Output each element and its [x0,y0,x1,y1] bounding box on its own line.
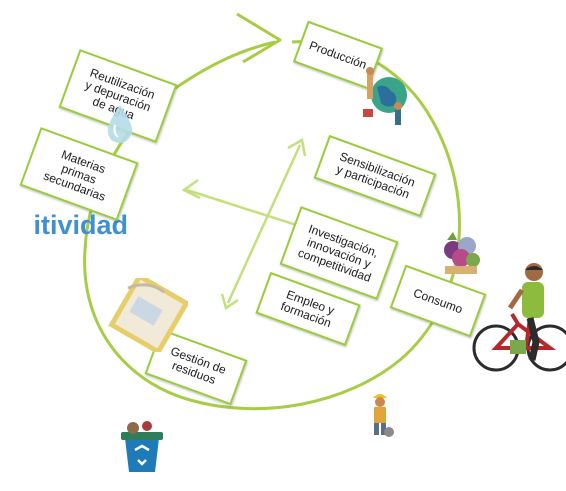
consumo-label: Consumo [411,285,465,316]
worker-icon [373,394,394,437]
cyclist-icon [472,263,566,372]
empleo-label: Empleo y formación [278,287,337,331]
water-drop-icon [107,105,133,143]
fruit-basket-icon [444,232,480,274]
materias-label: Materias primas secundarias [41,146,108,204]
globe-people-icon [363,67,407,125]
cycle-arrow-head [236,12,282,64]
compost-bag-icon [108,278,188,352]
investigacion-label: Investigación, innovación y competitivid… [296,221,381,285]
recycling-bin-icon [121,421,163,472]
